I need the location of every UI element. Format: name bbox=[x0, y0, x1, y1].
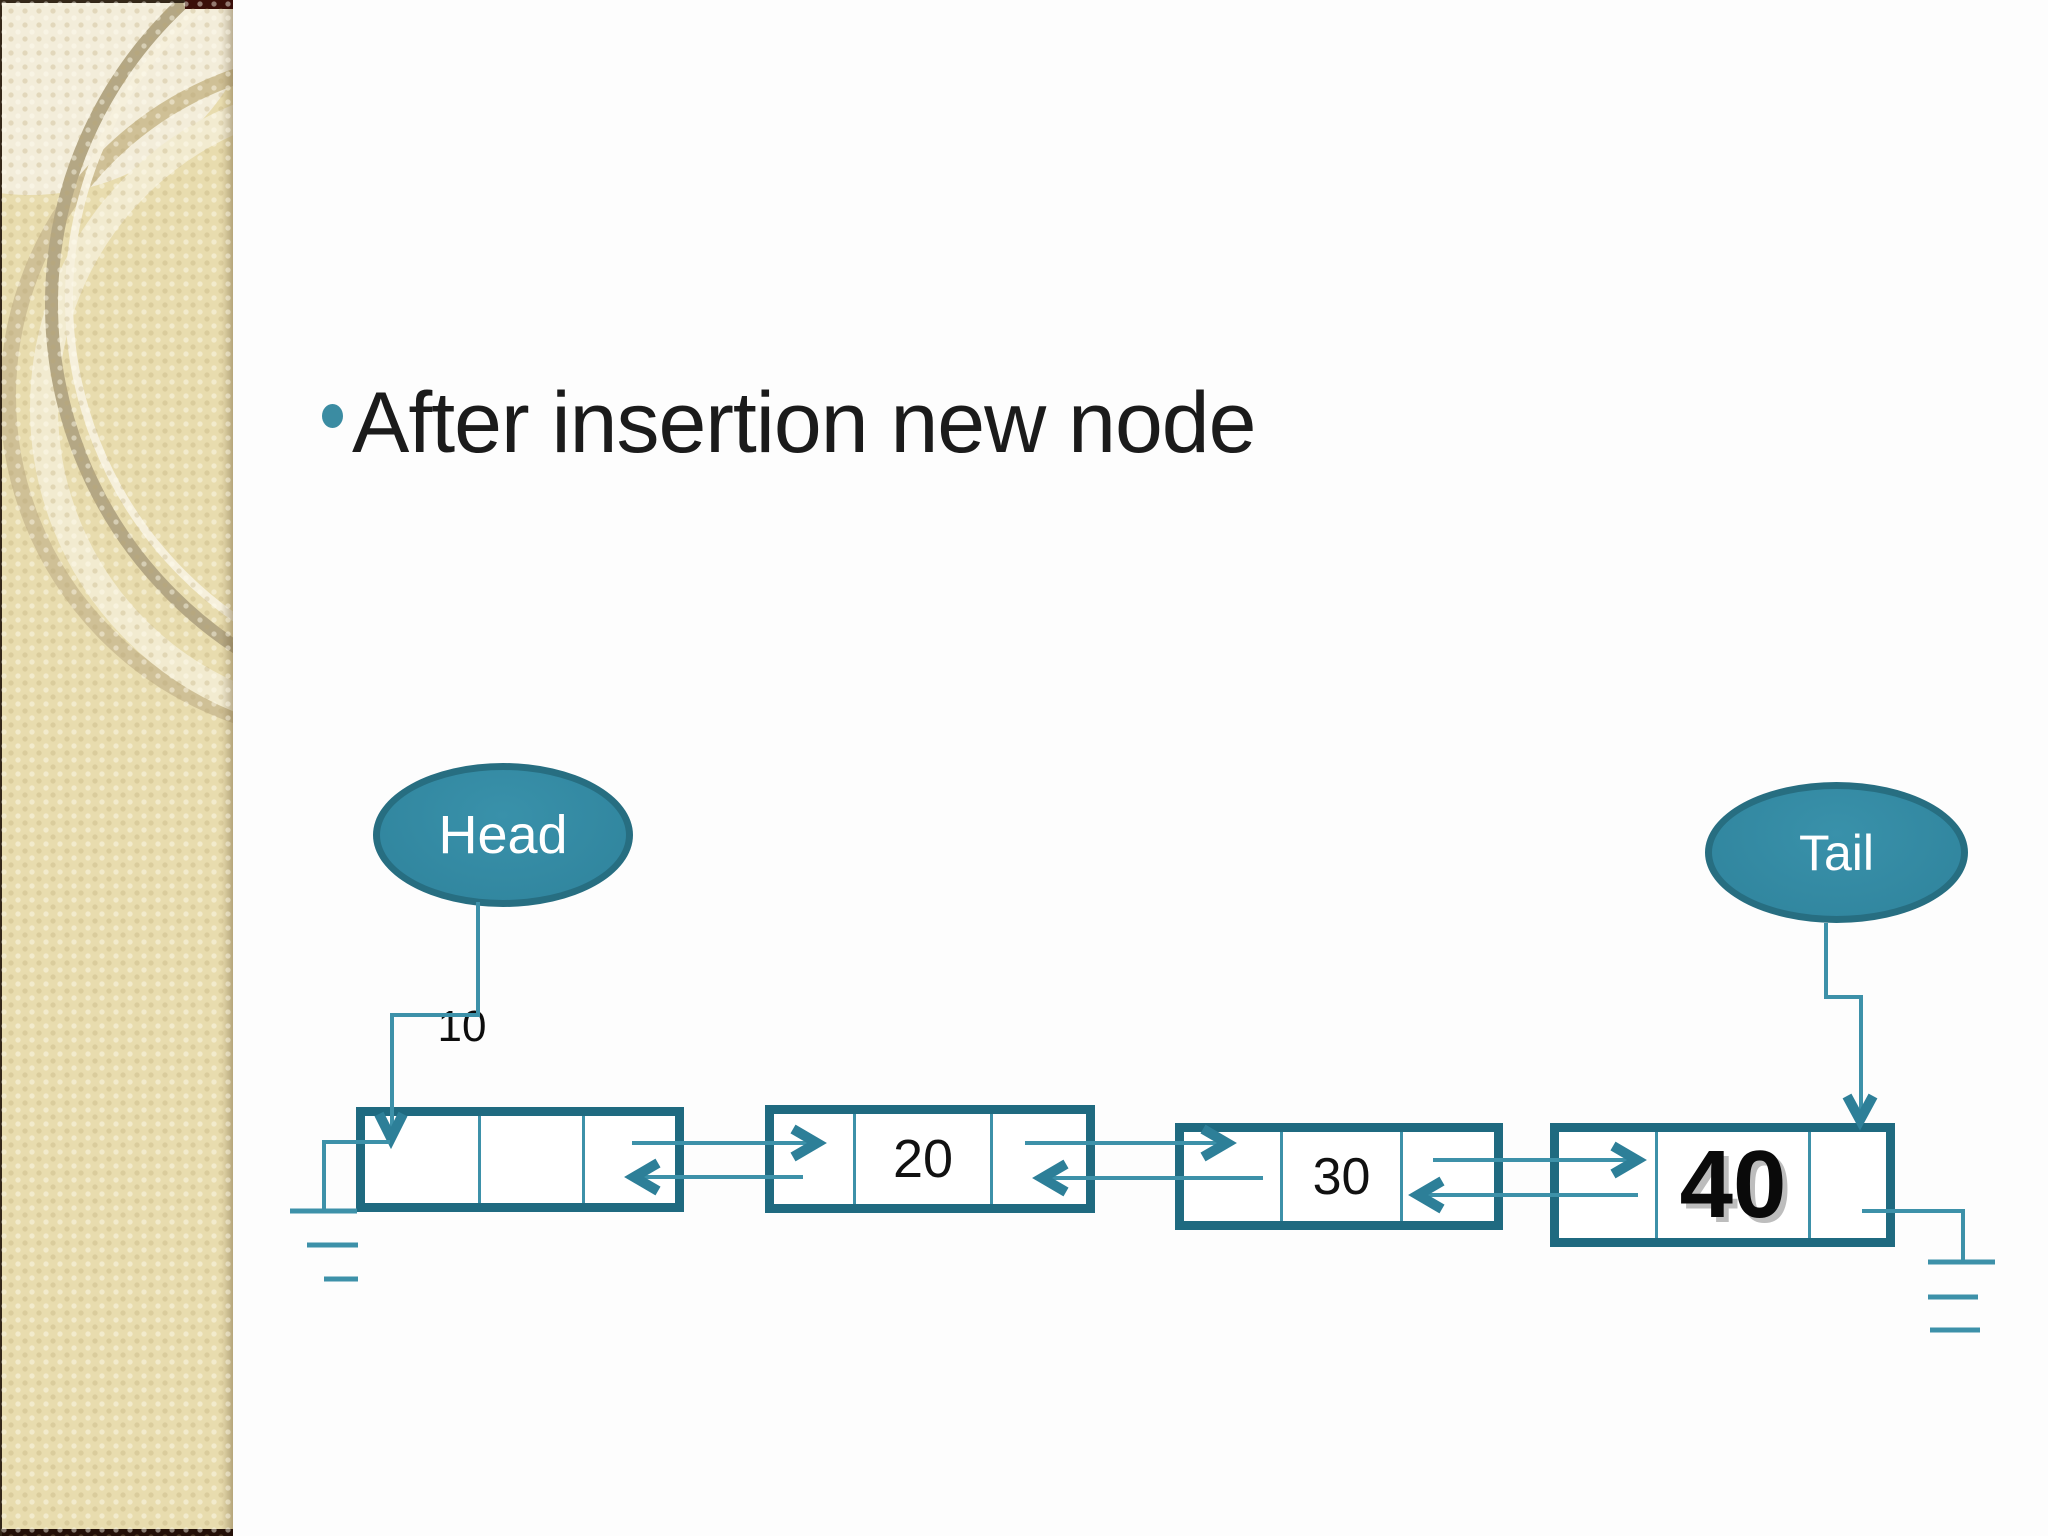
title-bullet-icon bbox=[322, 404, 343, 428]
head-pointer-oval: Head bbox=[373, 763, 633, 907]
tail-pointer-oval: Tail bbox=[1705, 782, 1968, 923]
node2-next-arrow bbox=[1025, 1124, 1237, 1162]
node-4-next-cell bbox=[1808, 1132, 1886, 1238]
decor-sidebar-maroon-strip bbox=[185, 0, 233, 9]
decor-sidebar-edge bbox=[221, 0, 233, 1536]
node-4-data-cell: 40 bbox=[1655, 1131, 1808, 1238]
node1-prev-null-link bbox=[322, 1140, 390, 1209]
tail-pointer-arrow bbox=[1824, 923, 1878, 1131]
node3-next-arrow bbox=[1433, 1141, 1647, 1179]
node-1-box bbox=[356, 1107, 684, 1212]
decor-sidebar-bottomline bbox=[0, 1529, 233, 1536]
node-1-data-cell bbox=[478, 1116, 582, 1203]
null-ground-right-icon bbox=[1928, 1259, 1995, 1333]
null-ground-left-icon bbox=[290, 1208, 358, 1282]
head-label: Head bbox=[438, 805, 568, 865]
node-4-box-new-node: 40 bbox=[1550, 1123, 1895, 1247]
node-2-box: 20 bbox=[765, 1105, 1095, 1213]
slide-title: After insertion new node bbox=[352, 375, 1256, 471]
head-pointer-arrow bbox=[374, 902, 480, 1150]
node-1-next-cell bbox=[582, 1116, 675, 1203]
node-3-next-cell bbox=[1400, 1132, 1494, 1221]
node2-prev-arrow bbox=[624, 1158, 803, 1196]
node-2-next-cell bbox=[990, 1114, 1086, 1204]
decor-sidebar-topline bbox=[0, 0, 233, 3]
node3-prev-arrow bbox=[1032, 1159, 1263, 1197]
node-3-data-cell: 30 bbox=[1280, 1132, 1400, 1221]
decor-sidebar bbox=[0, 0, 233, 1536]
node4-next-null-link bbox=[1862, 1209, 1965, 1262]
tail-label: Tail bbox=[1798, 824, 1875, 881]
node4-prev-arrow bbox=[1408, 1176, 1638, 1214]
node-2-data-cell: 20 bbox=[853, 1114, 990, 1204]
decor-sidebar-leftline bbox=[0, 0, 2, 1536]
node1-next-arrow bbox=[632, 1124, 827, 1162]
